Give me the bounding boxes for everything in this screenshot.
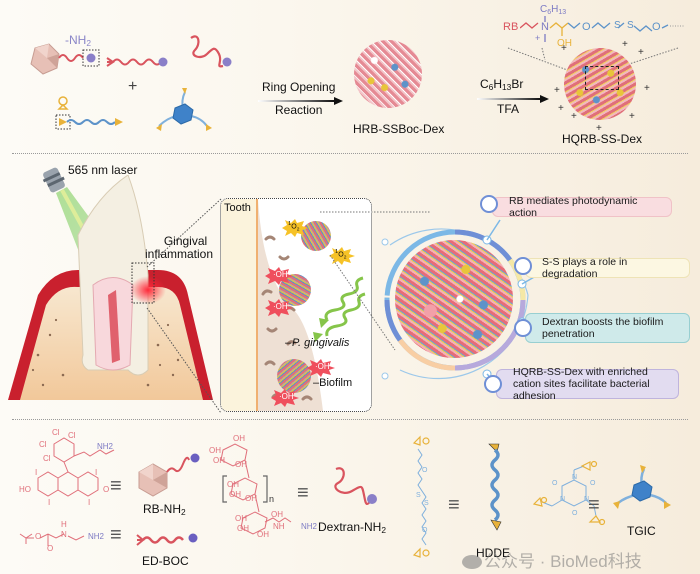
inflammation-label: Gingival inflammation	[145, 234, 214, 261]
tgic-structure	[532, 460, 606, 526]
tgic-atoms: O O O N N N	[552, 474, 596, 517]
tgic-crosslinker-icon	[156, 88, 212, 131]
hydroxyl-label-3: ·OH	[315, 362, 330, 371]
nanoparticle-biofilm-2	[277, 359, 311, 393]
singlet-oxygen-label-1: 1O2	[288, 221, 300, 233]
tooth-surface	[221, 199, 258, 411]
feature-penetration: Dextran boosts the biofilm penetration	[525, 313, 690, 343]
hdde-structure	[412, 435, 430, 558]
dextran-structure	[220, 443, 292, 535]
wechat-icon	[462, 555, 482, 569]
quaternary-amine-structure	[520, 16, 685, 42]
reaction-arrow-1	[258, 97, 343, 105]
arrow1-label-bottom: Reaction	[275, 103, 323, 117]
equiv-sign-1: ≡	[110, 475, 122, 497]
structure-s1: S	[614, 20, 621, 31]
tooth-label: Tooth	[224, 202, 251, 214]
rb-nh2-label: RB-NH2	[143, 502, 186, 517]
particle-connector-lines	[320, 211, 430, 351]
hydroxyl-burst-3	[307, 359, 335, 377]
tgic-icon	[613, 465, 671, 509]
dextran-icon	[334, 467, 377, 505]
dextran-nh2-label: Dextran-NH2	[318, 520, 387, 535]
arrow2-label-bottom: TFA	[497, 102, 520, 116]
ed-boc-chain-icon	[106, 57, 168, 67]
nanoparticle-ros	[301, 221, 331, 251]
hdde-icon	[488, 443, 502, 531]
equiv-sign-5: ≡	[588, 494, 600, 516]
hydroxyl-label-2: ·OH	[273, 302, 288, 311]
feature-ring	[381, 219, 537, 389]
nanoparticle-hrb-ssboc-dex	[354, 40, 422, 108]
hydroxyl-label-4: ·OH	[279, 392, 294, 401]
zoom-connector-lines	[146, 198, 222, 414]
structure-o1: O	[582, 21, 591, 33]
laser-label: 565 nm laser	[68, 163, 138, 177]
structure-oh: OH	[557, 38, 572, 49]
feature-photodynamic-marker	[480, 195, 498, 213]
rb-nh2-icon	[138, 453, 200, 497]
arrow2-label-top: C6H13Br	[480, 77, 524, 92]
tgic-label: TGIC	[627, 524, 656, 538]
rb-atoms: Cl Cl Cl Cl NH2 I I HO O I I	[19, 428, 114, 507]
section-divider-2	[12, 419, 688, 420]
hdde-crosslinker-icon	[55, 96, 123, 130]
singlet-oxygen-burst-2	[329, 247, 355, 265]
ed-boc-label: ED-BOC	[142, 554, 189, 568]
product2-label: HQRB-SS-Dex	[562, 132, 643, 146]
equiv-sign-3: ≡	[297, 482, 309, 504]
hdde-label: HDDE	[476, 546, 511, 560]
hdde-atoms: O S S O	[416, 467, 429, 534]
middle-panel: 565 nm laser Gingival inflammation	[0, 155, 700, 415]
nanoparticle-hqrb-ss-dex	[564, 48, 636, 120]
product1-label: HRB-SSBoc-Dex	[353, 122, 445, 136]
structure-o2: O	[652, 21, 661, 33]
bacteria-label: – P. gingivalis	[285, 337, 350, 349]
dextran-atoms: OH OH OH OH OH OH OH OH OH OH OH NH NH2 …	[209, 434, 318, 539]
nanoparticle-large	[395, 240, 513, 358]
equiv-sign-2: ≡	[110, 524, 122, 546]
tooth-gum-illustration	[8, 175, 213, 400]
arrow1-label-top: Ring Opening	[262, 80, 336, 94]
hydroxyl-burst-2	[265, 299, 293, 317]
singlet-oxygen-burst-1	[282, 219, 308, 237]
nh2-label: -NH2	[65, 33, 91, 48]
structure-s2: S	[627, 20, 634, 31]
reaction-arrow-2	[477, 95, 549, 103]
ed-boc-icon	[136, 533, 198, 546]
section-divider-1	[12, 153, 688, 154]
structure-substituent: C6H13	[540, 4, 567, 16]
plus-sign: +	[128, 78, 138, 95]
feature-photodynamic: RB mediates photodynamic action	[492, 195, 672, 219]
ed-boc-atoms: O H N O NH2	[35, 520, 105, 553]
light-wave-icon	[313, 276, 366, 342]
structure-charge: +	[535, 33, 541, 43]
biofilm-label: –Biofilm	[313, 377, 353, 389]
feature-penetration-marker	[514, 319, 532, 337]
structure-n: N	[541, 21, 549, 33]
bottom-panel: Cl Cl Cl Cl NH2 I I HO O I I ≡ RB-NH2 O …	[0, 420, 700, 574]
hydroxyl-burst-4	[271, 389, 299, 407]
rose-bengal-structure	[37, 437, 115, 497]
feature-degradation-marker	[514, 257, 532, 275]
feature-adhesion: HQRB-SS-Dex with enriched cation sites f…	[496, 366, 679, 402]
singlet-oxygen-label-2: 1O2	[335, 249, 347, 261]
structure-rb: RB	[503, 21, 519, 33]
equiv-sign-4: ≡	[448, 494, 460, 516]
zoom-guide-lines	[507, 47, 679, 72]
zoom-box-marker	[585, 66, 619, 90]
dextran-coil-icon	[190, 35, 232, 68]
feature-degradation: S-S plays a role in degradation	[525, 256, 690, 280]
ed-boc-structure	[19, 533, 85, 546]
watermark: 公众号 · BioMed科技	[462, 547, 642, 572]
biofilm-zoom-panel: Tooth 1O2 1O2 ·OH ·OH – P. gingivalis ·O…	[220, 198, 372, 412]
top-panel: -NH2 + Ring Opening Reaction HRB-S	[0, 0, 700, 150]
hydroxyl-label-1: ·OH	[273, 270, 288, 279]
feature-adhesion-marker	[484, 375, 502, 393]
hydroxyl-burst-1	[265, 267, 293, 285]
rb-nh2-monomer-icon	[30, 43, 100, 75]
